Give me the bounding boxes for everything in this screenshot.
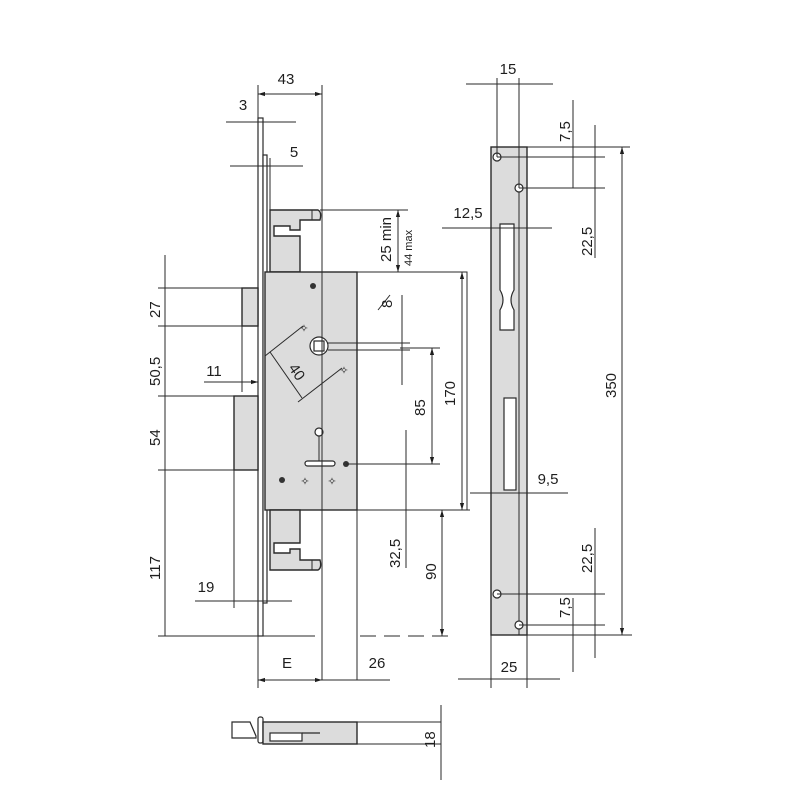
svg-text:43: 43 [278,71,295,88]
bottom-hook-bolt [269,509,322,571]
svg-text:12,5: 12,5 [453,205,482,222]
latch-bolt [241,287,259,327]
side-slot [269,732,303,742]
svg-text:7,5: 7,5 [557,597,574,618]
svg-text:27: 27 [147,301,164,318]
screw-icon [310,283,316,289]
svg-text:50,5: 50,5 [147,357,164,386]
star-mark-icon: ✧ [299,323,308,335]
svg-text:8: 8 [379,300,396,308]
svg-text:22,5: 22,5 [579,227,596,256]
lock-side-view: 18 [231,705,442,780]
latch-side [231,721,257,739]
svg-text:5: 5 [290,144,298,161]
lock-body-front-view: ✧ ✧ ✧ ✧ [233,90,468,680]
dead-bolt [233,395,259,471]
svg-text:15: 15 [500,61,517,78]
svg-text:E: E [282,655,292,672]
square-follower [313,340,325,352]
svg-text:22,5: 22,5 [579,544,596,573]
strike-dimensions: 15 7,5 22,5 12,5 350 9,5 22,5 7,5 25 [442,61,632,688]
top-hook-bolt [269,209,322,273]
svg-text:117: 117 [147,556,164,580]
svg-text:25: 25 [501,659,518,676]
svg-text:350: 350 [603,373,620,398]
svg-text:85: 85 [412,399,429,416]
faceplate-side [257,716,264,744]
svg-text:25 min: 25 min [378,217,395,262]
cylinder-slot [304,460,336,467]
svg-text:18: 18 [422,731,439,748]
svg-text:3: 3 [239,97,247,114]
lock-case [264,271,358,511]
lock-dimensions: 43 3 5 25 min 44 max 27 50,5 54 117 11 1… [147,71,470,688]
svg-text:7,5: 7,5 [557,121,574,142]
screw-icon [279,477,285,483]
strike-plate-body [490,146,528,636]
svg-text:170: 170 [442,381,459,406]
svg-text:32,5: 32,5 [387,539,404,568]
svg-text:19: 19 [198,579,215,596]
strike-plate [490,146,528,636]
svg-text:54: 54 [147,429,164,446]
svg-text:90: 90 [423,563,440,580]
star-mark-icon: ✧ [300,476,309,488]
strike-slot-upper [499,223,515,331]
faceplate [257,117,264,637]
svg-text:9,5: 9,5 [538,471,559,488]
svg-text:44 max: 44 max [403,229,415,266]
svg-text:40: 40 [285,361,308,384]
strike-slot-lower [503,397,517,491]
svg-text:11: 11 [206,363,222,380]
diag-dimension-40: 40 [264,325,343,403]
svg-text:26: 26 [369,655,386,672]
star-mark-icon: ✧ [327,476,336,488]
star-mark-icon: ✧ [339,365,348,377]
